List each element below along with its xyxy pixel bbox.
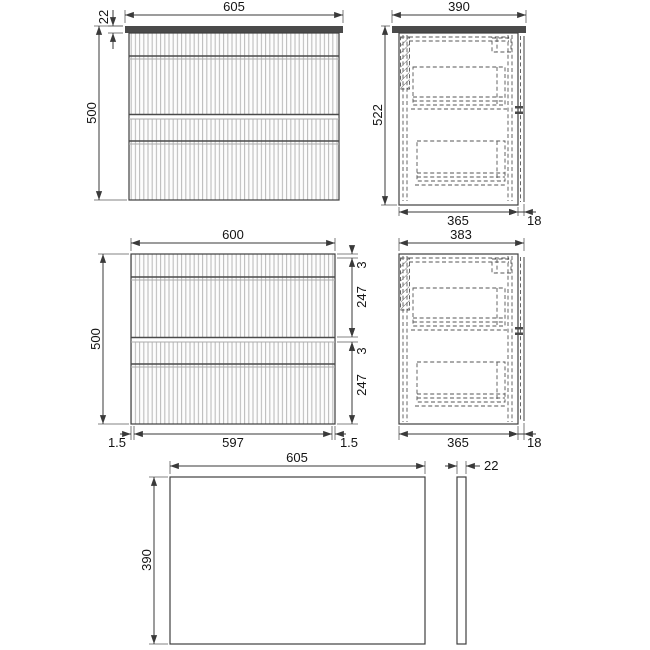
drawer-gap bbox=[131, 337, 335, 342]
dim-drawer-heights: 3 247 3 247 bbox=[337, 245, 369, 425]
dim-text-front-offset: 18 bbox=[527, 213, 541, 228]
dim-total-height: 522 bbox=[370, 25, 397, 206]
dim-text-front-offset: 18 bbox=[527, 435, 541, 450]
dim-text-height: 500 bbox=[84, 102, 99, 124]
drawer-gap bbox=[129, 114, 339, 119]
dim-cabinet-depth: 383 bbox=[398, 227, 525, 251]
worktop-slab bbox=[125, 26, 343, 33]
dim-text-edge-right: 1.5 bbox=[340, 435, 358, 450]
worktop-end-view: 22 bbox=[445, 458, 498, 645]
dim-text-gap-mid: 3 bbox=[354, 347, 369, 354]
dim-worktop-thickness: 22 bbox=[96, 10, 123, 49]
dim-text-base-depth: 365 bbox=[447, 435, 469, 450]
dim-base-depth-upper: 365 18 bbox=[398, 204, 541, 228]
dim-text-edge-left: 1.5 bbox=[108, 435, 126, 450]
dim-overall-width-upper: 605 bbox=[124, 0, 344, 23]
dim-text-depth: 390 bbox=[448, 0, 470, 14]
front-view-with-worktop: 605 22 500 bbox=[84, 0, 344, 201]
dim-text-cabinet-depth: 383 bbox=[450, 227, 472, 242]
carcass-side bbox=[398, 32, 519, 206]
dim-worktop-end-thickness: 22 bbox=[445, 458, 498, 474]
dim-text-total-height: 522 bbox=[370, 104, 385, 126]
dim-text-width: 605 bbox=[223, 0, 245, 14]
dim-overall-depth-upper: 390 bbox=[391, 0, 527, 23]
plan-view: 605 390 bbox=[139, 450, 426, 645]
worktop-slab-side bbox=[392, 26, 526, 33]
dim-text-end-thickness: 22 bbox=[484, 458, 498, 473]
dim-plan-depth: 390 bbox=[139, 476, 168, 645]
dim-height-upper: 500 bbox=[84, 25, 127, 201]
carcass-side bbox=[398, 253, 519, 425]
dim-cabinet-height: 500 bbox=[88, 253, 129, 425]
dim-text-base-depth: 365 bbox=[447, 213, 469, 228]
side-view-cabinet: 383 365 18 bbox=[398, 227, 541, 450]
dim-text-gap-top: 3 bbox=[354, 261, 369, 268]
dim-cabinet-width: 600 bbox=[130, 227, 336, 251]
side-view-with-worktop: 390 522 365 18 bbox=[370, 0, 541, 228]
front-view-cabinet: 600 500 3 247 3 247 bbox=[88, 227, 369, 450]
dim-text-plan-width: 605 bbox=[286, 450, 308, 465]
dim-plan-width: 605 bbox=[169, 450, 426, 474]
worktop-plan bbox=[169, 476, 426, 645]
dim-text-drawer-top: 247 bbox=[354, 286, 369, 308]
dim-text-cabinet-height: 500 bbox=[88, 328, 103, 350]
dim-base-depth-lower: 365 18 bbox=[398, 423, 541, 450]
dim-text-worktop-thickness: 22 bbox=[96, 10, 111, 24]
worktop-end-profile bbox=[456, 476, 467, 645]
dim-text-plan-depth: 390 bbox=[139, 549, 154, 571]
dim-text-internal-width: 597 bbox=[222, 435, 244, 450]
dim-text-cabinet-width: 600 bbox=[222, 227, 244, 242]
dim-text-drawer-bottom: 247 bbox=[354, 374, 369, 396]
dim-internal-width: 1.5 597 1.5 bbox=[108, 426, 358, 450]
